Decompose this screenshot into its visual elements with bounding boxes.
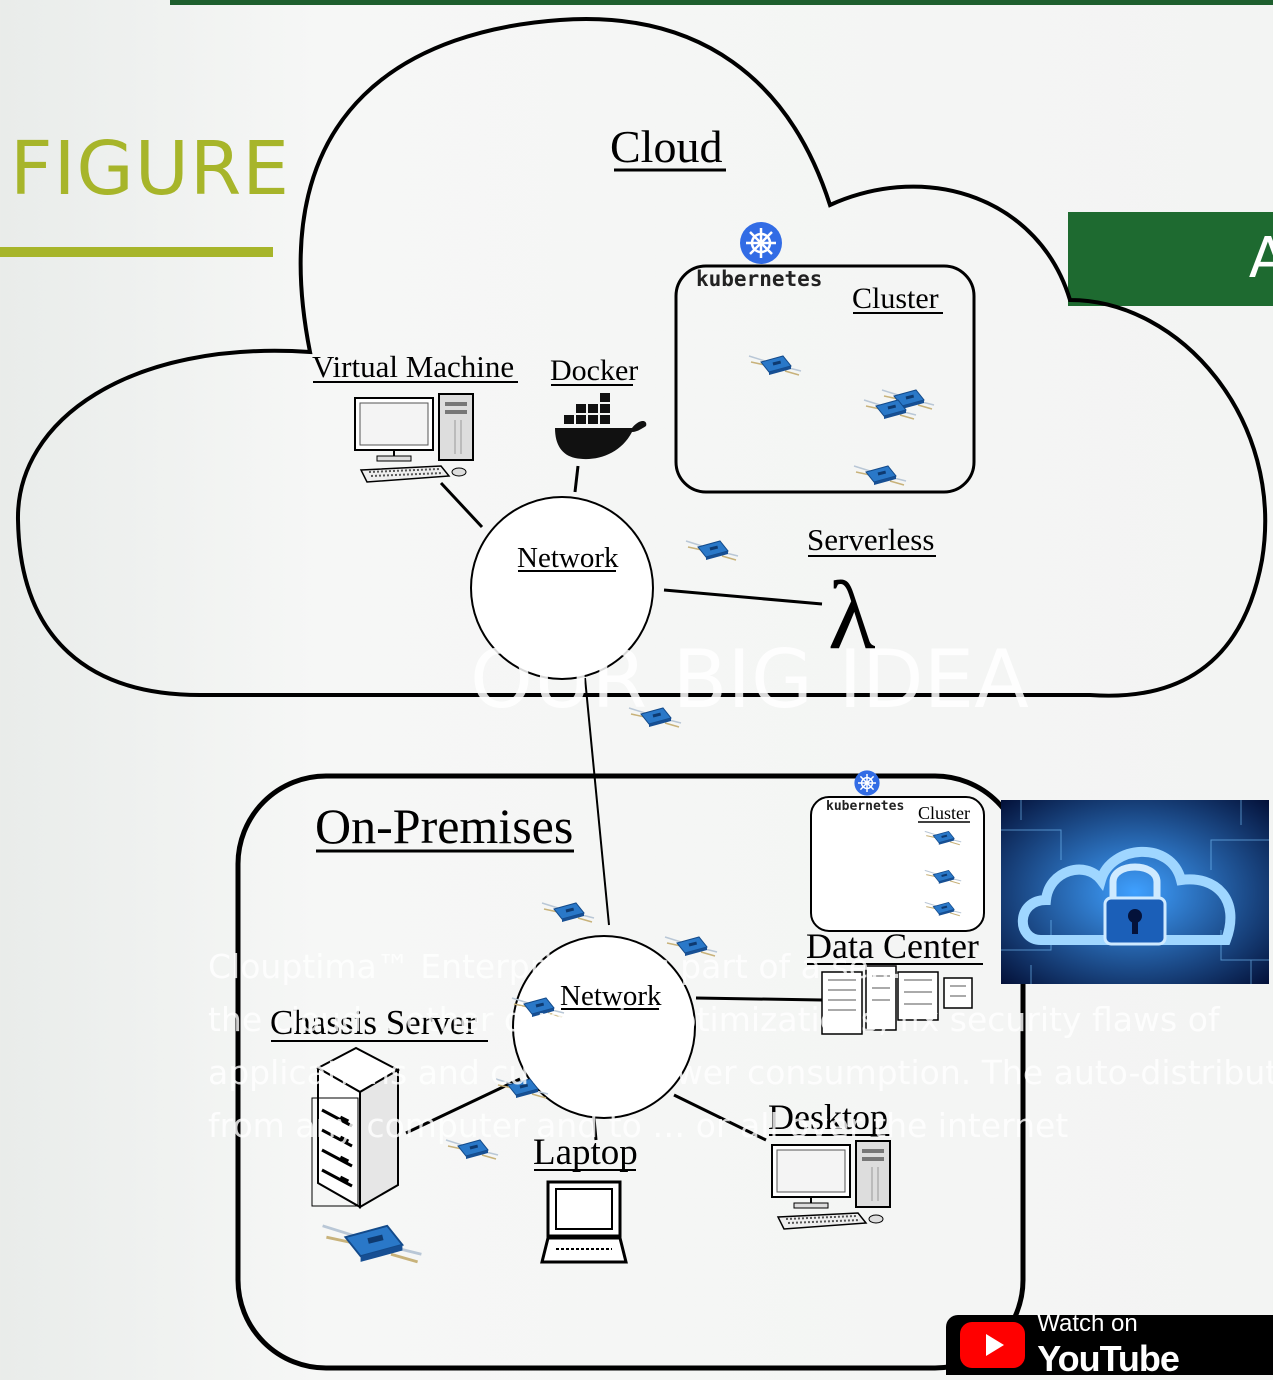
green-banner: A <box>1068 212 1273 306</box>
onprem-network-node <box>512 935 696 1119</box>
ghost-line: the cloud… other dynamic optimizations, … <box>208 1000 1220 1039</box>
cloud-cluster-label: Cluster <box>852 282 939 315</box>
onprem-cluster-box <box>810 796 985 932</box>
slide-heading: FIGURE <box>10 126 291 212</box>
ghost-line: from any computer and to … or all over t… <box>208 1106 1069 1145</box>
cloud-network-label: Network <box>517 542 619 574</box>
kubernetes-icon <box>738 220 784 266</box>
component-icon <box>321 1224 423 1264</box>
ghost-title: OUR BIG IDEA <box>470 633 1029 726</box>
onprem-cluster-label: Cluster <box>918 803 970 823</box>
chassis-server-label: Chassis Server <box>270 1003 477 1042</box>
component-icon <box>541 902 595 923</box>
serverless-label: Serverless <box>807 522 934 557</box>
kubernetes-wordmark: kubernetes <box>696 267 822 291</box>
heading-underline <box>0 247 273 257</box>
docker-icon <box>555 393 647 460</box>
onprem-label: On-Premises <box>315 798 573 854</box>
desktop-label: Desktop <box>768 1097 888 1137</box>
watch-on-text: Watch on <box>1037 1310 1138 1337</box>
component-icon <box>853 465 907 486</box>
lambda-icon: λ <box>828 562 876 670</box>
virtual-machine-label: Virtual Machine <box>312 349 514 384</box>
ghost-paragraph: Clouptima™ Enterprise cuts part of a se…… <box>208 940 1273 1152</box>
youtube-brand-text: YouTube <box>1037 1338 1180 1379</box>
cloud-outline <box>15 17 1268 698</box>
youtube-play-icon[interactable] <box>960 1322 1026 1368</box>
cloud-lock-image <box>1001 800 1269 984</box>
ghost-line: Clouptima™ Enterprise cuts part of a se… <box>208 947 902 986</box>
chassis-server-icon <box>311 1046 401 1209</box>
onprem-network-label: Network <box>560 980 662 1012</box>
onprem-boundary <box>235 773 1026 1371</box>
component-icon <box>685 540 739 561</box>
data-center-label: Data Center <box>806 926 979 966</box>
desktop-icon <box>771 1140 891 1230</box>
youtube-badge[interactable]: Watch on YouTube <box>946 1310 1273 1379</box>
laptop-label: Laptop <box>533 1132 638 1173</box>
data-center-icon <box>821 965 973 1035</box>
docker-label: Docker <box>550 354 638 387</box>
cloud-label: Cloud <box>610 121 722 172</box>
youtube-text[interactable]: Watch on YouTube <box>1037 1310 1273 1380</box>
ghost-line: applications and cuts the power consumpt… <box>208 1053 1273 1092</box>
component-icon <box>748 355 802 376</box>
virtual-machine-icon <box>354 393 474 483</box>
cloud-cluster-box <box>674 264 976 494</box>
banner-letter: A <box>1248 226 1273 291</box>
onprem-kubernetes-wordmark: kubernetes <box>826 799 904 814</box>
laptop-icon <box>540 1180 628 1264</box>
kubernetes-icon <box>853 769 881 797</box>
top-accent-bar <box>170 0 1273 5</box>
cloud-network-node <box>470 496 654 680</box>
